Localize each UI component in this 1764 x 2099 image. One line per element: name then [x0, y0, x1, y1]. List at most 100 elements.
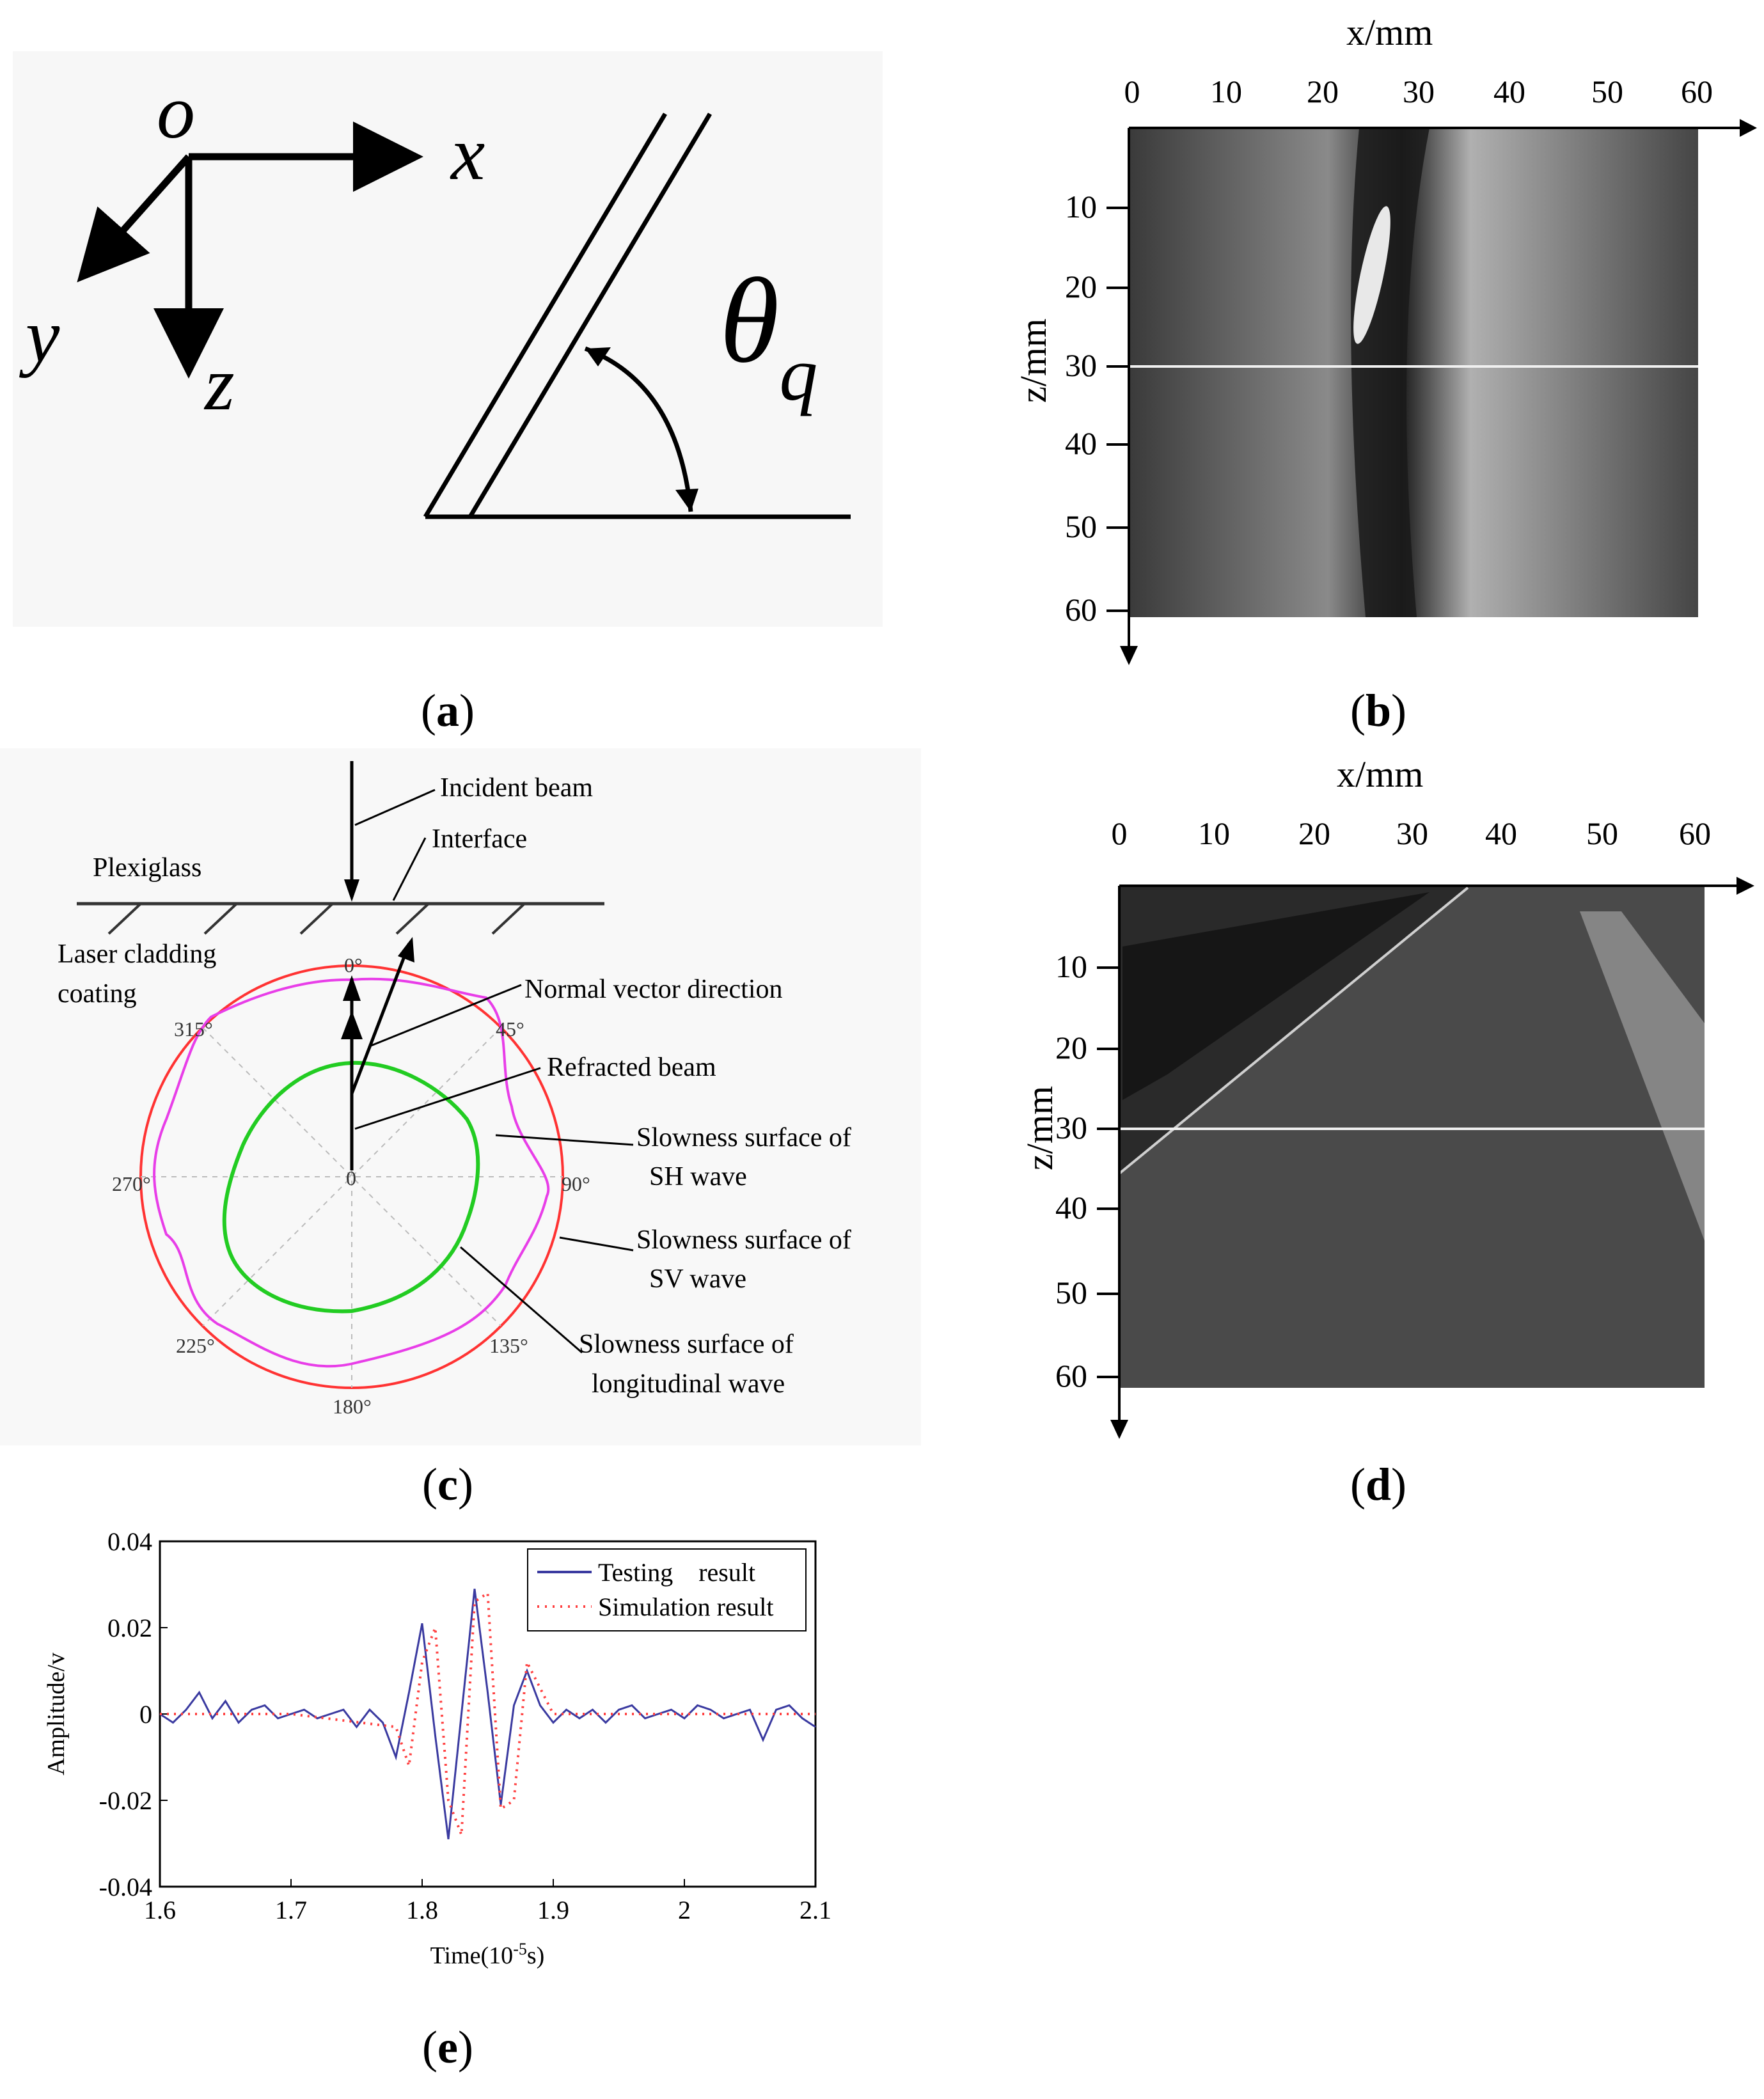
svg-text:10: 10 [1210, 74, 1242, 109]
svg-text:50: 50 [1586, 815, 1618, 851]
y-axis-arrow [77, 154, 192, 283]
svg-text:0: 0 [346, 1167, 356, 1190]
label-plexiglass: Plexiglass [93, 853, 201, 883]
inclined-line-right [468, 113, 713, 518]
svg-text:30: 30 [1065, 347, 1097, 383]
caption-d: (d) [1350, 1459, 1406, 1510]
y-tick-label: 0.04 [107, 1527, 152, 1556]
b-scan-image-d: x/mm 0 10 20 30 40 50 60 10 20 30 40 50 … [1019, 753, 1754, 1439]
svg-text:20: 20 [1065, 269, 1097, 304]
b-scan-image-b: x/mm 0 10 20 30 40 50 60 10 20 30 40 50 … [1012, 12, 1757, 665]
label-long-2: longitudinal wave [592, 1369, 785, 1399]
svg-text:50: 50 [1065, 508, 1097, 544]
svg-text:20: 20 [1307, 74, 1339, 109]
svg-text:180°: 180° [333, 1395, 372, 1418]
svg-text:40: 40 [1493, 74, 1525, 109]
z-ticks: 10 20 30 40 50 60 [1055, 948, 1087, 1394]
svg-text:40: 40 [1065, 425, 1097, 461]
label-long-1: Slowness surface of [579, 1330, 794, 1359]
panel-d: x/mm 0 10 20 30 40 50 60 10 20 30 40 50 … [975, 742, 1762, 1452]
y-axis-label: Amplitude/v [43, 1653, 70, 1775]
legend: Testing result Simulation result [527, 1548, 807, 1631]
svg-text:60: 60 [1055, 1358, 1087, 1394]
y-tick-label: 0 [139, 1700, 152, 1729]
svg-text:20: 20 [1298, 815, 1330, 851]
svg-text:0: 0 [1112, 815, 1128, 851]
x-ticks: 0 10 20 30 40 50 60 [1124, 74, 1713, 109]
svg-text:50: 50 [1055, 1275, 1087, 1310]
label-sv-1: Slowness surface of [636, 1225, 851, 1255]
svg-text:40: 40 [1485, 815, 1517, 851]
svg-text:135°: 135° [489, 1334, 528, 1357]
svg-text:0°: 0° [344, 954, 363, 977]
svg-text:60: 60 [1679, 815, 1711, 851]
svg-text:10: 10 [1065, 189, 1097, 224]
svg-text:60: 60 [1681, 74, 1713, 109]
label-coating-2: coating [58, 979, 137, 1009]
y-tick-label: -0.04 [99, 1873, 152, 1901]
svg-text:60: 60 [1065, 592, 1097, 627]
svg-text:225°: 225° [176, 1334, 215, 1357]
svg-text:10: 10 [1055, 948, 1087, 984]
x-ticks: 0 10 20 30 40 50 60 [1112, 815, 1712, 851]
svg-text:10: 10 [1198, 815, 1230, 851]
caption-a: (a) [421, 685, 475, 736]
refracted-beam [350, 943, 411, 1094]
angle-symbol: θq [720, 254, 817, 416]
coordinate-diagram: o x y z θq [13, 51, 883, 627]
y-tick-label: -0.02 [99, 1786, 152, 1815]
label-interface: Interface [432, 824, 527, 854]
caption-c: (c) [422, 1459, 473, 1510]
x-tick-label: 1.7 [275, 1896, 307, 1924]
label-sh-1: Slowness surface of [636, 1123, 851, 1152]
label-sv-2: SV wave [649, 1264, 746, 1294]
panel-a: o x y z θq [0, 0, 895, 672]
origin-label: o [157, 69, 195, 154]
sv-slowness-curve [153, 977, 550, 1368]
x-tick-label: 1.6 [144, 1896, 176, 1924]
y-label: y [19, 293, 60, 378]
z-axis-label: z/mm [1012, 318, 1054, 403]
svg-text:45°: 45° [496, 1018, 524, 1041]
series-testing-line [159, 1589, 816, 1839]
svg-text:270°: 270° [112, 1172, 151, 1195]
label-coating-1: Laser cladding [58, 939, 216, 969]
x-tick-label: 1.9 [537, 1896, 569, 1924]
z-ticks: 10 20 30 40 50 60 [1065, 189, 1097, 627]
svg-text:315°: 315° [174, 1018, 213, 1041]
series-simulation-line [160, 1591, 815, 1836]
slowness-diagram: Incident beam Interface Plexiglass Laser… [0, 748, 921, 1445]
legend-testing: Testing result [598, 1558, 755, 1587]
legend-simulation: Simulation result [598, 1592, 773, 1621]
longitudinal-slowness-curve [222, 1060, 480, 1314]
svg-text:0: 0 [1124, 74, 1140, 109]
svg-text:30: 30 [1055, 1110, 1087, 1145]
svg-text:30: 30 [1403, 74, 1435, 109]
x-tick-label: 2.1 [799, 1896, 831, 1924]
z-label: z [203, 341, 235, 426]
angle-labels: 0° 45° 90° 135° 180° 225° 270° 315° 0 [112, 954, 590, 1418]
x-label: x [450, 111, 485, 196]
x-axis-label: x/mm [1346, 12, 1433, 53]
z-axis-label: z/mm [1019, 1086, 1060, 1170]
svg-text:20: 20 [1055, 1030, 1087, 1065]
label-normal-vector: Normal vector direction [524, 975, 783, 1004]
label-refracted-beam: Refracted beam [547, 1053, 716, 1082]
label-incident-beam: Incident beam [440, 773, 593, 803]
svg-text:50: 50 [1591, 74, 1623, 109]
label-sh-2: SH wave [649, 1162, 747, 1191]
panel-c: Incident beam Interface Plexiglass Laser… [0, 748, 921, 1445]
svg-text:40: 40 [1055, 1190, 1087, 1225]
caption-e: (e) [422, 2022, 473, 2073]
svg-text:90°: 90° [562, 1172, 590, 1195]
x-axis-label: Time(10-5s) [430, 1940, 545, 1969]
x-tick-label: 2 [678, 1896, 691, 1924]
angle-arc [584, 346, 693, 512]
caption-b: (b) [1350, 685, 1406, 736]
inclined-line-left [423, 113, 668, 518]
svg-text:30: 30 [1396, 815, 1428, 851]
x-axis-label: x/mm [1337, 753, 1423, 795]
y-tick-label: 0.02 [107, 1614, 152, 1642]
